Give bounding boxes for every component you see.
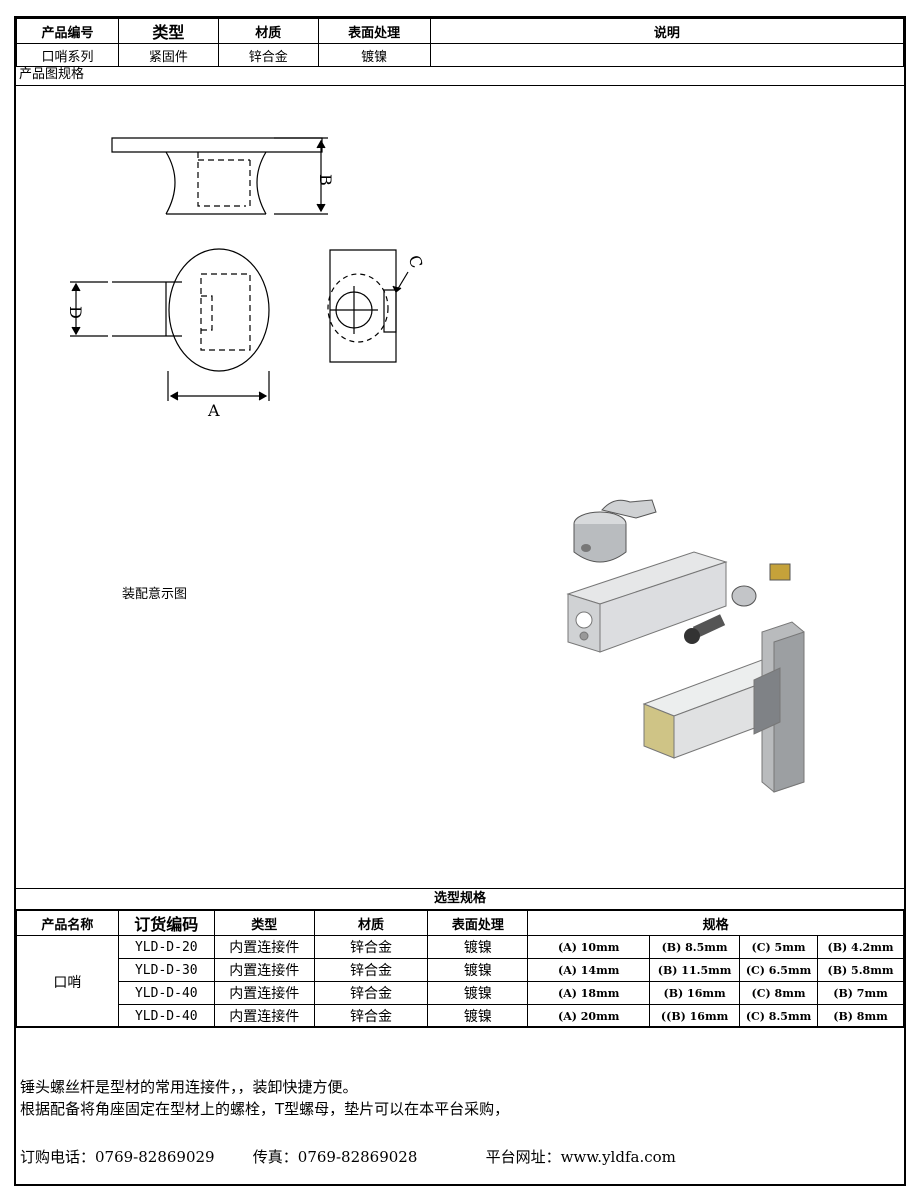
code-cell: YLD-D-30 (117, 958, 215, 982)
table-row: YLD-D-40 内置连接件 锌合金 镀镍 (A) 20mm ((B) 16mm… (17, 1004, 904, 1028)
spec-a-cell: (A) 14mm (527, 958, 651, 982)
dim-label-d: D (66, 306, 85, 319)
col-product-name: 产品名称 (16, 910, 119, 936)
spec-c-cell: (C) 6.5mm (739, 958, 818, 982)
code-cell: YLD-D-40 (117, 1004, 215, 1028)
table-row: YLD-D-40 内置连接件 锌合金 镀镍 (A) 18mm (B) 16mm … (17, 981, 904, 1005)
spec-c-cell: (C) 5mm (739, 935, 818, 959)
drawing-area: B D A C 装配意示图 (16, 86, 904, 888)
col-material: 材质 (313, 910, 429, 936)
order-phone: 订购电话：0769-82869029 (20, 1148, 215, 1166)
header-type: 类型 (117, 18, 219, 44)
table-row: YLD-D-30 内置连接件 锌合金 镀镍 (A) 14mm (B) 11.5m… (17, 958, 904, 982)
assembly-illustration (566, 499, 805, 793)
spec-b-cell: (B) 16mm (649, 981, 741, 1005)
material-cell: 锌合金 (313, 1004, 429, 1028)
spec-b-cell: ((B) 16mm (649, 1004, 741, 1028)
profile-upper-image (566, 551, 728, 653)
value-type: 紧固件 (117, 43, 219, 67)
selection-title: 选型规格 (16, 888, 904, 910)
notes: 锤头螺丝杆是型材的常用连接件，，装卸快捷方便。 根据配备将角座固定在型材上的螺栓… (20, 1076, 509, 1120)
spec-a-cell: (A) 10mm (527, 935, 651, 959)
type-cell: 内置连接件 (213, 935, 315, 959)
website-link[interactable]: 平台网址：www.yldfa.com (485, 1148, 676, 1166)
spec-b-cell: (B) 8.5mm (649, 935, 741, 959)
type-cell: 内置连接件 (213, 981, 315, 1005)
spec-c-cell: (C) 8.5mm (739, 1004, 818, 1028)
type-cell: 内置连接件 (213, 958, 315, 982)
selection-table: 产品名称 订货编码 类型 材质 表面处理 规格 口哨 YLD-D-20 内置连接… (16, 910, 904, 1028)
spec-sheet: 产品编号 类型 材质 表面处理 说明 口哨系列 紧固件 锌合金 镀镍 产品图规格 (14, 16, 906, 1186)
value-product-code: 口哨系列 (16, 43, 119, 67)
finish-cell: 镀镍 (427, 958, 529, 982)
material-cell: 锌合金 (313, 935, 429, 959)
bolt-image (684, 614, 726, 644)
dim-label-a: A (207, 401, 220, 420)
finish-cell: 镀镍 (427, 1004, 529, 1028)
code-cell: YLD-D-20 (117, 935, 215, 959)
spec-a-cell: (A) 20mm (527, 1004, 651, 1028)
note-line: 根据配备将角座固定在型材上的螺栓，T型螺母，垫片可以在本平台采购， (20, 1100, 510, 1118)
material-cell: 锌合金 (313, 958, 429, 982)
material-cell: 锌合金 (313, 981, 429, 1005)
dim-label-c: C (404, 253, 426, 271)
section-label: 产品图规格 (16, 64, 904, 86)
spec-d-cell: (B) 8mm (817, 1004, 904, 1028)
header-table: 产品编号 类型 材质 表面处理 说明 口哨系列 紧固件 锌合金 镀镍 (16, 18, 905, 67)
col-spec: 规格 (527, 910, 904, 936)
profile-corner-image (642, 621, 805, 793)
spec-c-cell: (C) 8mm (739, 981, 818, 1005)
technical-drawing: B D A C (66, 137, 426, 420)
note-line: 锤头螺丝杆是型材的常用连接件，，装卸快捷方便。 (20, 1078, 358, 1096)
value-description (429, 43, 905, 67)
fastener-image (573, 499, 657, 563)
product-name-cell: 口哨 (16, 935, 119, 1028)
col-surface: 表面处理 (427, 910, 529, 936)
fax: 传真：0769-82869028 (252, 1148, 418, 1166)
spec-b-cell: (B) 11.5mm (649, 958, 741, 982)
finish-cell: 镀镍 (427, 981, 529, 1005)
header-surface: 表面处理 (317, 18, 431, 44)
col-order-code: 订货编码 (117, 910, 215, 936)
value-surface: 镀镍 (317, 43, 431, 67)
table-row: 口哨 YLD-D-20 内置连接件 锌合金 镀镍 (A) 10mm (B) 8.… (16, 935, 904, 1028)
header-product-code: 产品编号 (16, 18, 119, 44)
code-cell: YLD-D-40 (117, 981, 215, 1005)
finish-cell: 镀镍 (427, 935, 529, 959)
header-description: 说明 (429, 18, 905, 44)
divider (16, 1026, 904, 1027)
spec-a-cell: (A) 18mm (527, 981, 651, 1005)
contact-line: 订购电话：0769-82869029 传真：0769-82869028 平台网址… (20, 1146, 676, 1168)
spec-d-cell: (B) 5.8mm (817, 958, 904, 982)
type-cell: 内置连接件 (213, 1004, 315, 1028)
dim-label-b: B (316, 174, 335, 186)
spec-d-cell: (B) 4.2mm (817, 935, 904, 959)
connector-small-image (731, 563, 791, 607)
col-type: 类型 (213, 910, 315, 936)
spec-d-cell: (B) 7mm (817, 981, 904, 1005)
assembly-label: 装配意示图 (122, 587, 188, 602)
header-material: 材质 (217, 18, 319, 44)
